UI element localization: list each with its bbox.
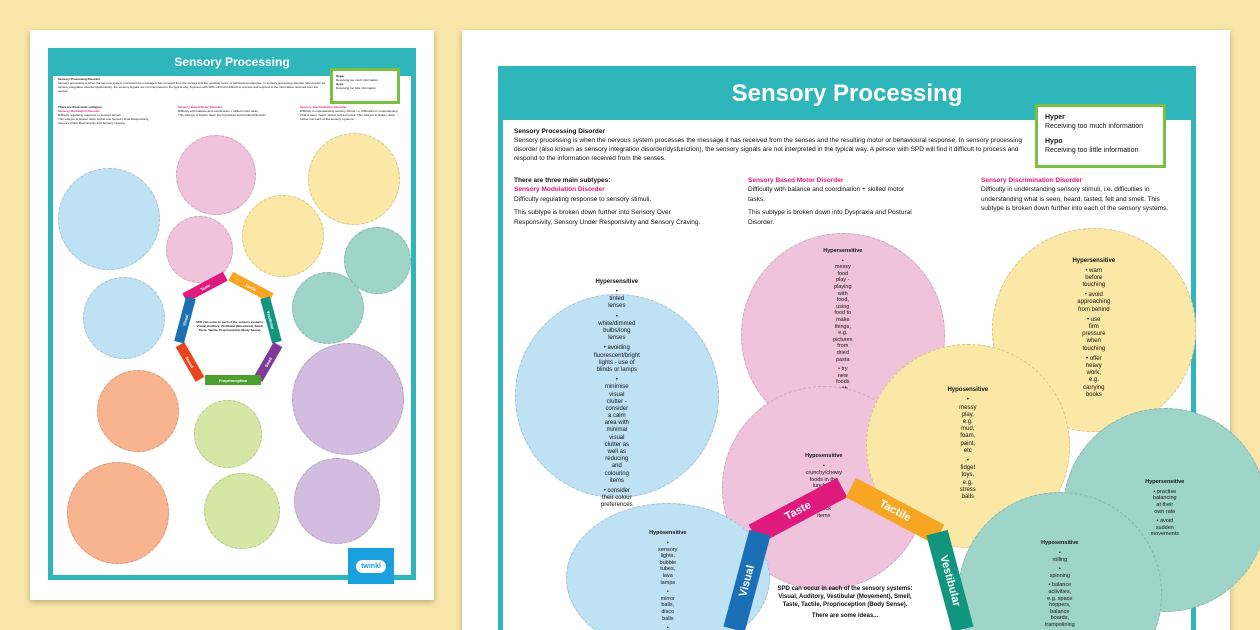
preview-seg-proprioception: Proprioception <box>205 375 261 385</box>
preview-circle-blue-1 <box>58 168 160 270</box>
main-title: Sensory Processing <box>731 80 963 107</box>
subtype-1-line-1: Difficulty regulating response to sensor… <box>514 195 652 203</box>
preview-circle-purple-1 <box>292 343 404 455</box>
key-hyper-label: Hyper <box>1045 114 1065 121</box>
subtype-2-line-2: This subtype is broken down into Dysprax… <box>748 209 912 226</box>
twinkl-logo: twinkl <box>348 548 394 584</box>
preview-circle-blue-2 <box>83 277 165 359</box>
preview-sheet: Sensory Processing Hyper Receiving too m… <box>30 30 434 600</box>
subtype-title-3: Sensory Discrimination Disorder <box>981 177 1083 184</box>
circle-visual-hypersensitive: Hypersensitive • tinted lenses • white/d… <box>515 279 719 508</box>
subtype-1-line-2: This subtype is broken down further into… <box>514 209 701 226</box>
preview-col-3: Sensory Discrimination Disorder Difficul… <box>300 105 398 121</box>
preview-circle-pink-2 <box>166 216 233 283</box>
preview-circle-yellow-1 <box>308 133 400 225</box>
preview-header: Sensory Processing <box>48 48 416 76</box>
preview-circle-orange-1 <box>97 370 179 452</box>
key-hypo-label: Hypo <box>1045 137 1063 145</box>
subtype-2-line-1: Difficulty with balance and coordination… <box>748 186 905 203</box>
intro-section: Sensory Processing Disorder Sensory proc… <box>514 127 1029 163</box>
preview-title: Sensory Processing <box>174 55 290 69</box>
preview-circle-pink-1 <box>176 135 256 215</box>
preview-circle-orange-2 <box>67 462 169 564</box>
preview-intro: Sensory Processing Disorder Sensory proc… <box>58 77 325 93</box>
key-hyper-desc: Receiving too much information <box>1045 123 1144 131</box>
subtype-3-line-1: Difficulty in understanding sensory stim… <box>981 186 1169 213</box>
preview-col-1: There are three main subtypes: Sensory M… <box>58 105 149 125</box>
subtypes-intro: There are three main subtypes: <box>514 177 611 184</box>
preview-col-2: Sensory Based Motor Disorder Difficulty … <box>178 105 267 117</box>
subtype-title-1: Sensory Modulation Disorder <box>514 186 605 194</box>
subtype-col-2: Sensory Based Motor Disorder Difficulty … <box>748 176 918 231</box>
intro-title: Sensory Processing Disorder <box>514 128 606 135</box>
preview-circle-green-2 <box>204 473 280 549</box>
preview-circle-teal-2 <box>292 272 364 344</box>
preview-circle-teal-1 <box>344 227 411 294</box>
preview-circle-yellow-2 <box>242 195 324 277</box>
subtype-title-2: Sensory Based Motor Disorder <box>748 177 844 184</box>
wheel-center-text: SPD can occur in each of the sensory sys… <box>777 586 913 620</box>
preview-circle-purple-2 <box>294 458 380 544</box>
intro-body: Sensory processing is when the nervous s… <box>514 137 1022 163</box>
subtype-col-3: Sensory Discrimination Disorder Difficul… <box>981 176 1171 218</box>
subtype-col-1: There are three main subtypes: Sensory M… <box>514 176 704 231</box>
preview-key-box: Hyper Receiving too much information Hyp… <box>330 68 400 104</box>
key-box: Hyper Receiving too much information Hyp… <box>1035 104 1166 168</box>
preview-circle-green-1 <box>194 400 262 468</box>
preview-wheel-center: SPD can occur in each of the sensory sys… <box>196 320 264 332</box>
key-hypo-desc: Receiving too little information <box>1045 147 1139 155</box>
